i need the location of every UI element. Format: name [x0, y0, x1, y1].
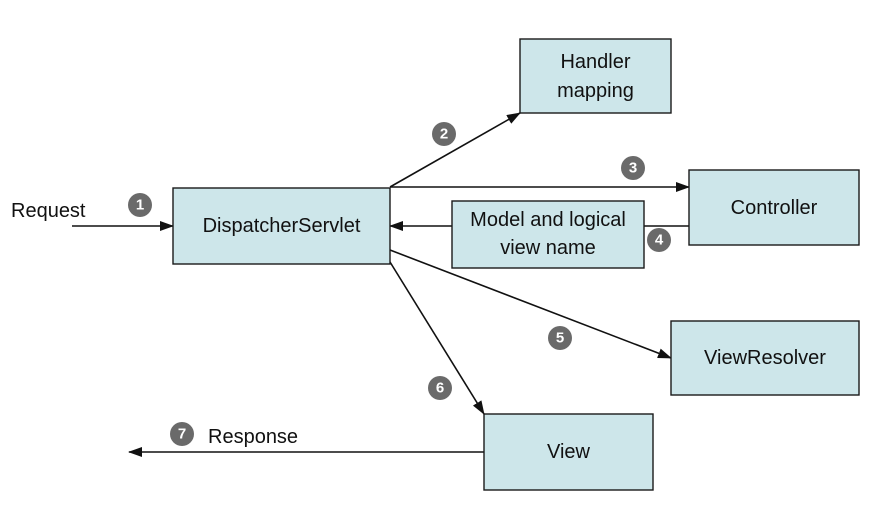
handler-mapping-label-line1: Handler [560, 51, 630, 73]
handler-mapping-arrow [389, 112, 521, 188]
step-number-2: 2 [440, 126, 448, 143]
step-number-6: 6 [436, 380, 444, 397]
step-badge-7: 7 [170, 422, 194, 446]
step-badge-2: 2 [432, 122, 456, 146]
step-number-3: 3 [629, 160, 637, 177]
response-label: Response [208, 426, 298, 448]
view-resolver-box: ViewResolver [670, 320, 860, 396]
handler-mapping-box: Handler mapping [519, 38, 672, 114]
step-badge-3: 3 [621, 156, 645, 180]
step-badge-4: 4 [647, 228, 671, 252]
step-number-7: 7 [178, 426, 186, 443]
handler-mapping-label-line2: mapping [557, 80, 634, 102]
dispatcher-servlet-box: DispatcherServlet [172, 187, 391, 265]
request-label: Request [11, 200, 86, 222]
view-box: View [483, 413, 654, 491]
view-label: View [547, 441, 591, 463]
view-arrow [389, 261, 485, 415]
step-badge-1: 1 [128, 193, 152, 217]
step-badge-5: 5 [548, 326, 572, 350]
step-number-5: 5 [556, 330, 564, 347]
model-view-name-label-line2: view name [500, 237, 596, 259]
step-number-4: 4 [655, 232, 664, 249]
step-badge-6: 6 [428, 376, 452, 400]
view-resolver-arrow [389, 249, 672, 359]
view-resolver-label: ViewResolver [704, 347, 826, 369]
model-view-name-label-line1: Model and logical [470, 209, 626, 231]
dispatcher-servlet-label: DispatcherServlet [203, 215, 361, 237]
step-number-1: 1 [136, 197, 144, 214]
controller-box: Controller [688, 169, 860, 246]
controller-label: Controller [731, 197, 818, 219]
model-view-name-box: Model and logical view name [451, 200, 645, 269]
